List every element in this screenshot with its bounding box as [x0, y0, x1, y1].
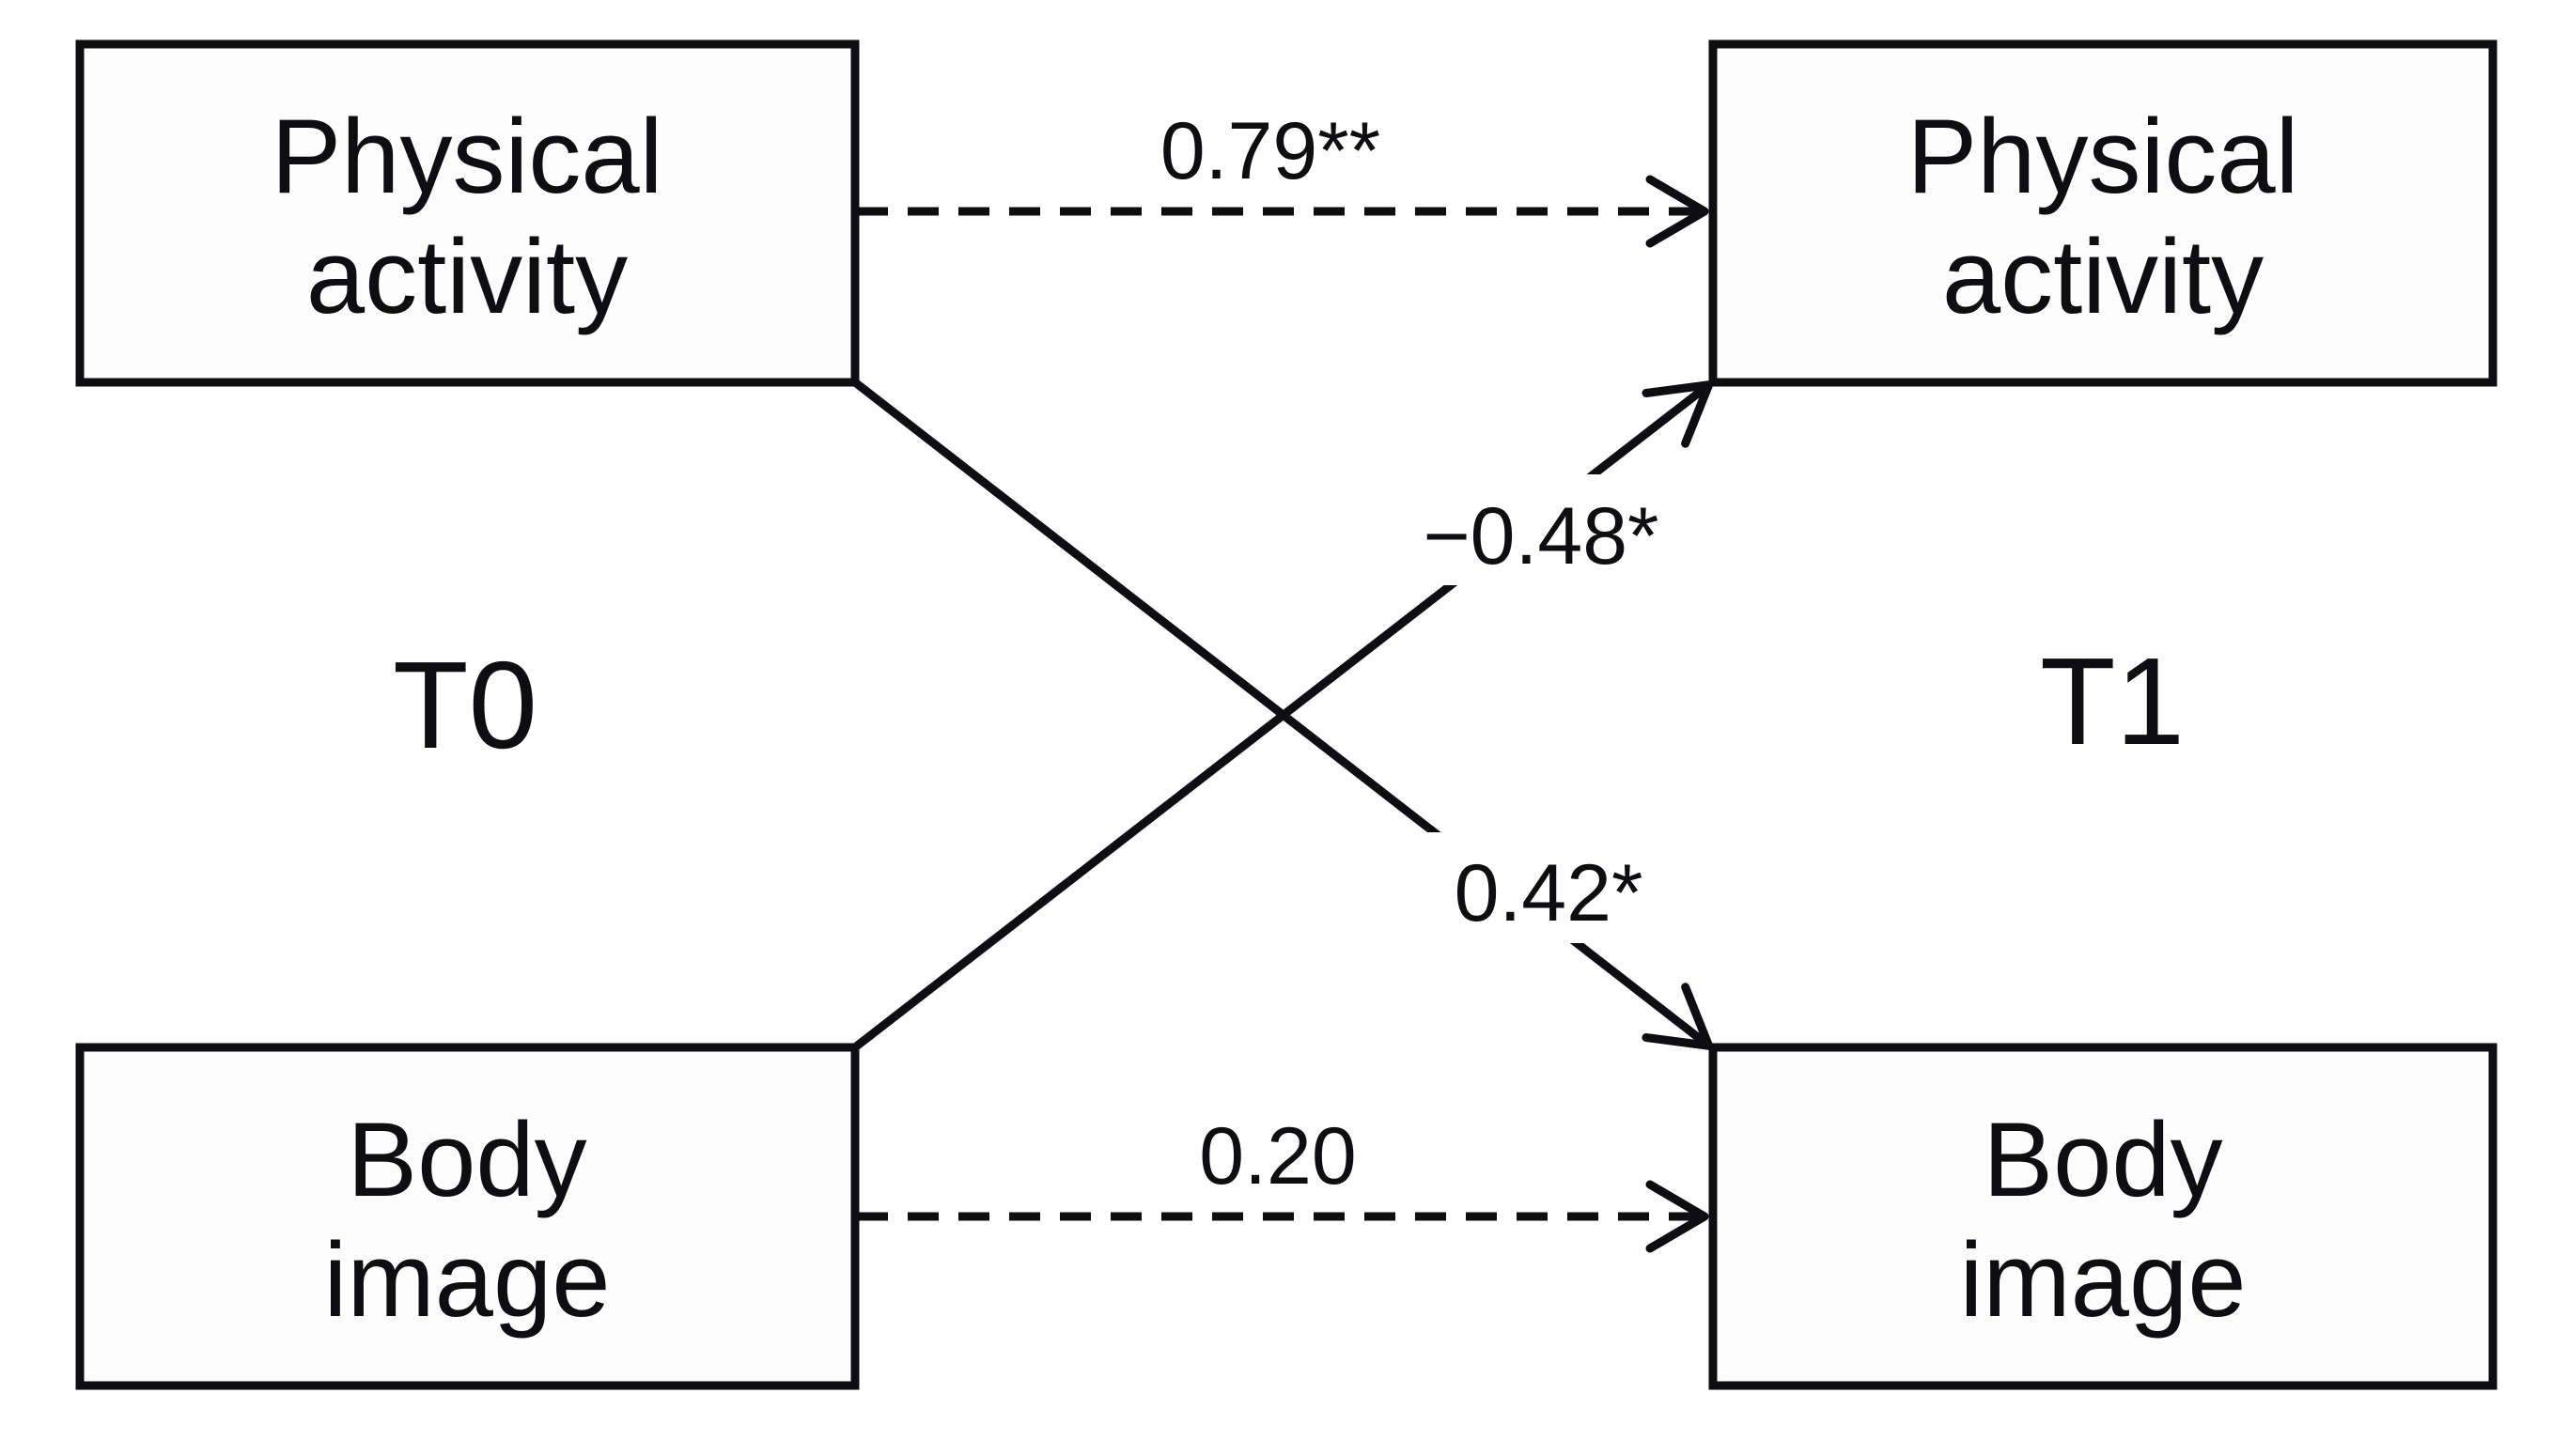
- box-physical-activity-t0: Physical activity: [75, 39, 860, 387]
- box-label-line1: Physical: [1907, 98, 2298, 215]
- box-body-image-t1: Body image: [1708, 1043, 2498, 1390]
- box-physical-activity-t1: Physical activity: [1708, 39, 2498, 387]
- label-mask-neg-048: [1389, 474, 1694, 585]
- coefficient-bi-to-pa: −0.48*: [1423, 491, 1658, 581]
- box-label-line2: activity: [1942, 218, 2264, 335]
- box-label-line1: Physical: [271, 98, 662, 215]
- box-label-line2: image: [1959, 1221, 2246, 1339]
- box-label-line2: activity: [306, 218, 628, 335]
- coefficient-bi-stability: 0.20: [1199, 1111, 1356, 1201]
- box-rect-physical-activity-t1: [1708, 39, 2498, 387]
- coefficient-pa-to-bi: 0.42*: [1455, 848, 1643, 938]
- box-rect-physical-activity-t0: [75, 39, 860, 387]
- box-label-line1: Body: [1983, 1101, 2222, 1218]
- box-body-image-t0: Body image: [75, 1043, 860, 1390]
- box-label-line2: image: [323, 1221, 610, 1339]
- timepoint-label-t1: T1: [2040, 632, 2185, 770]
- box-rect-body-image-t1: [1708, 1043, 2498, 1390]
- timepoint-label-t0: T0: [393, 636, 537, 774]
- label-mask-042: [1398, 832, 1697, 943]
- box-label-line1: Body: [347, 1101, 586, 1218]
- box-rect-body-image-t0: [75, 1043, 860, 1390]
- coefficient-pa-stability: 0.79**: [1160, 106, 1380, 196]
